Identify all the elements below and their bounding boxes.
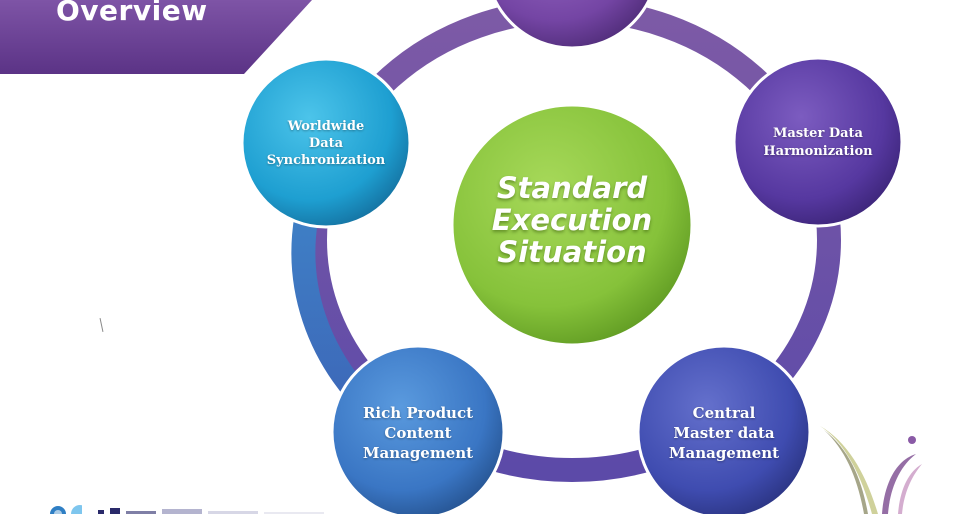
node-rich-product-content-management	[330, 344, 506, 514]
node-label-rich-product-content-management: Rich Product Content Management	[362, 404, 474, 462]
node-central-master-data-management	[636, 344, 812, 514]
decorative-flower-graphic	[820, 426, 922, 514]
logo-mark	[50, 505, 82, 514]
logo-wordmark	[98, 508, 324, 514]
page-title: Overview	[56, 0, 208, 27]
node-master-data-harmonization	[732, 56, 904, 228]
node-label-central-master-data-management: Central Master data Management	[668, 404, 780, 462]
node-label-worldwide-data-synchronization: Worldwide Data Synchronization	[266, 118, 386, 168]
center-circle	[450, 103, 694, 347]
node-top	[493, 0, 651, 50]
center-label: Standard Execution Situation	[491, 171, 653, 269]
node-worldwide-data-synchronization	[240, 57, 412, 229]
node-label-master-data-harmonization: Master Data Harmonization	[763, 126, 873, 159]
header-banner	[0, 0, 312, 74]
